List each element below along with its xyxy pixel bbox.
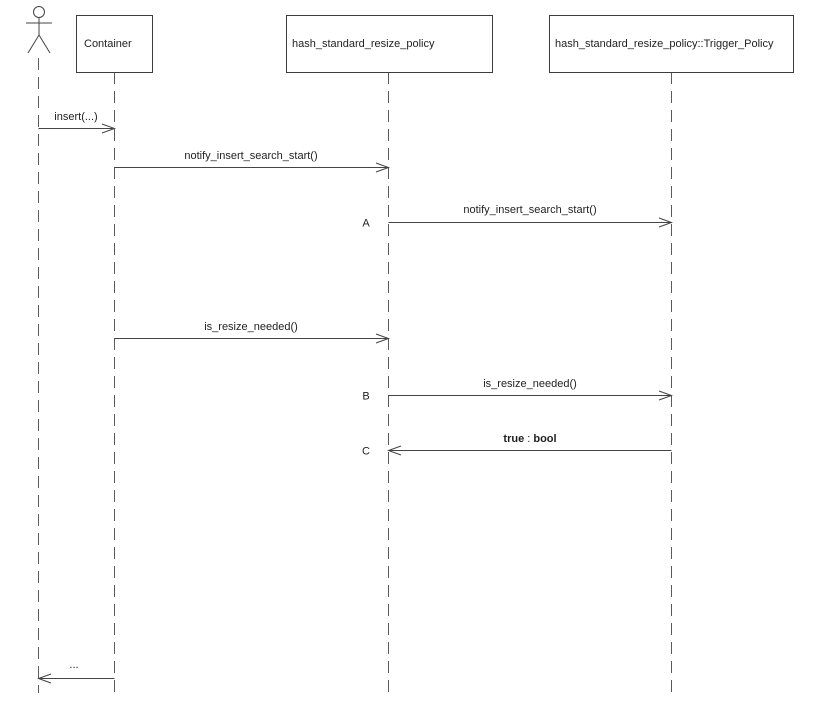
return-value: true — [503, 433, 524, 445]
return-type: bool — [533, 433, 556, 445]
participant-label: hash_standard_resize_policy — [292, 38, 435, 50]
message-label: notify_insert_search_start() — [184, 150, 317, 162]
message-arrow-insert: insert(...) — [38, 111, 116, 134]
message-label: notify_insert_search_start() — [463, 204, 596, 216]
message-arrow-is-resize-needed-1: is_resize_needed() — [114, 321, 390, 344]
arrowhead-right-icon — [658, 217, 673, 228]
message-label: is_resize_needed() — [204, 321, 298, 333]
participant-label: hash_standard_resize_policy::Trigger_Pol… — [555, 38, 774, 50]
message-arrow-notify-insert-search-start-2: A notify_insert_search_start() — [362, 204, 673, 230]
actor-icon — [26, 6, 52, 54]
message-arrow-is-resize-needed-2: B is_resize_needed() — [362, 378, 673, 403]
return-separator: : — [524, 433, 533, 445]
message-arrow-notify-insert-search-start-1: notify_insert_search_start() — [114, 150, 390, 173]
message-arrow-return-ellipsis: ... — [37, 659, 115, 684]
message-label: true : bool — [503, 433, 556, 445]
arrowhead-left-icon — [387, 445, 402, 456]
message-label: ... — [69, 659, 78, 671]
message-label: is_resize_needed() — [483, 378, 577, 390]
arrowhead-right-icon — [375, 162, 390, 173]
arrowhead-right-icon — [375, 333, 390, 344]
arrowhead-right-icon — [658, 390, 673, 401]
arrowhead-right-icon — [101, 123, 116, 134]
sequence-label-B: B — [362, 391, 369, 403]
arrowhead-left-icon — [37, 673, 52, 684]
participant-label: Container — [84, 38, 132, 50]
sequence-label-C: C — [362, 446, 370, 458]
participant-box-container: Container — [76, 15, 153, 73]
participant-box-trigger-policy: hash_standard_resize_policy::Trigger_Pol… — [549, 15, 794, 73]
message-arrow-return-true-bool: C true : bool — [362, 433, 672, 458]
participant-box-resize-policy: hash_standard_resize_policy — [286, 15, 493, 73]
message-label: insert(...) — [54, 111, 97, 123]
sequence-label-A: A — [362, 218, 370, 230]
